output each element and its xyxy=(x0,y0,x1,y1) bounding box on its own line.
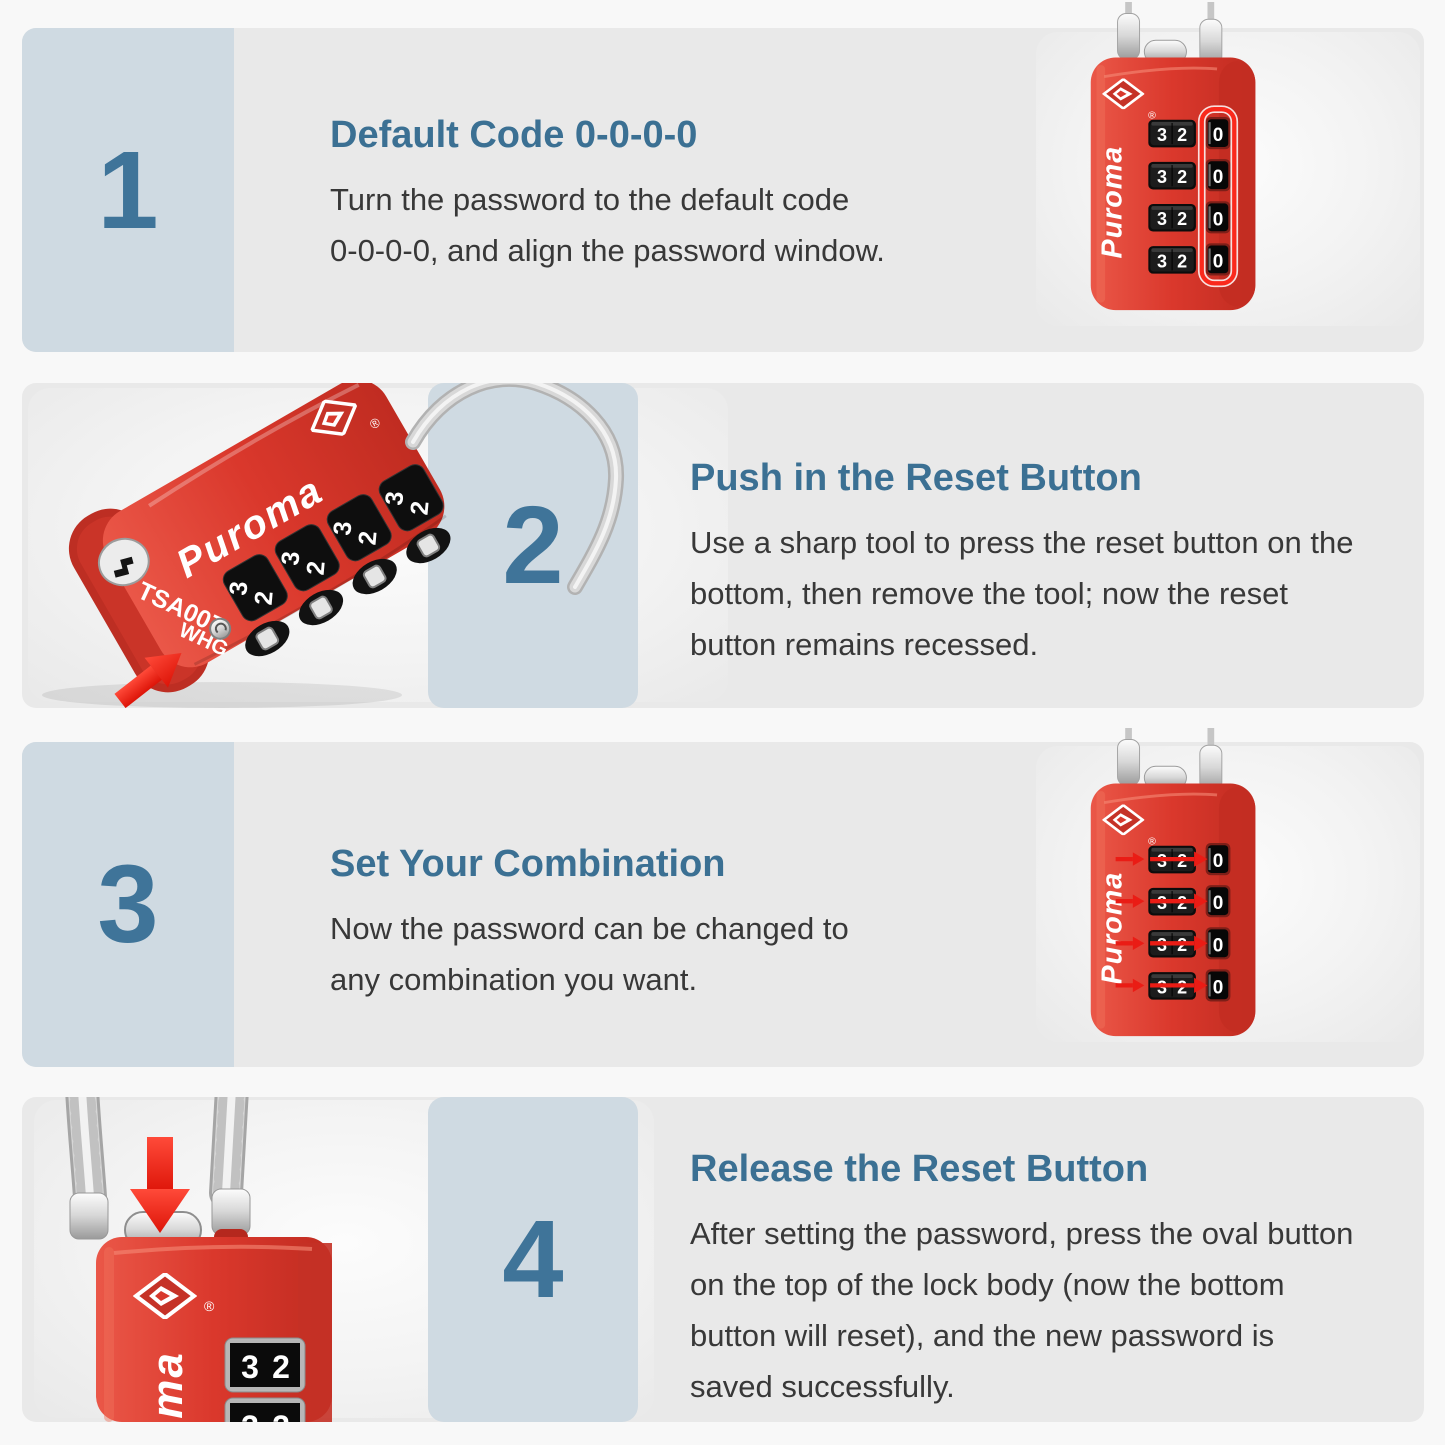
step-body: After setting the password, press the ov… xyxy=(690,1216,1354,1404)
step-body: Now the password can be changed to any c… xyxy=(330,911,849,997)
step-number: 3 xyxy=(97,843,159,966)
step-number: 1 xyxy=(97,128,159,252)
step-4-number-badge: 4 xyxy=(428,1097,638,1422)
step-3-text: Set Your Combination Now the password ca… xyxy=(330,841,1010,1005)
step-1-number-badge: 1 xyxy=(22,28,234,352)
step-body: Turn the password to the default code 0-… xyxy=(330,182,885,268)
photo-backdrop xyxy=(1036,32,1420,326)
step-2-text: Push in the Reset Button Use a sharp too… xyxy=(690,455,1430,670)
step-3-number-badge: 3 xyxy=(22,742,234,1067)
step-number: 2 xyxy=(502,484,564,607)
step-1-text: Default Code 0-0-0-0 Turn the password t… xyxy=(330,112,1050,276)
step-4-text: Release the Reset Button After setting t… xyxy=(690,1146,1440,1412)
step-title: Push in the Reset Button xyxy=(690,457,1142,499)
step-title: Default Code 0-0-0-0 xyxy=(330,114,698,156)
step-number: 4 xyxy=(502,1198,564,1321)
step-title: Set Your Combination xyxy=(330,843,726,885)
step-body: Use a sharp tool to press the reset butt… xyxy=(690,525,1354,662)
step-title: Release the Reset Button xyxy=(690,1148,1149,1190)
step-2-number-badge: 2 xyxy=(428,383,638,708)
photo-backdrop xyxy=(1036,746,1420,1042)
